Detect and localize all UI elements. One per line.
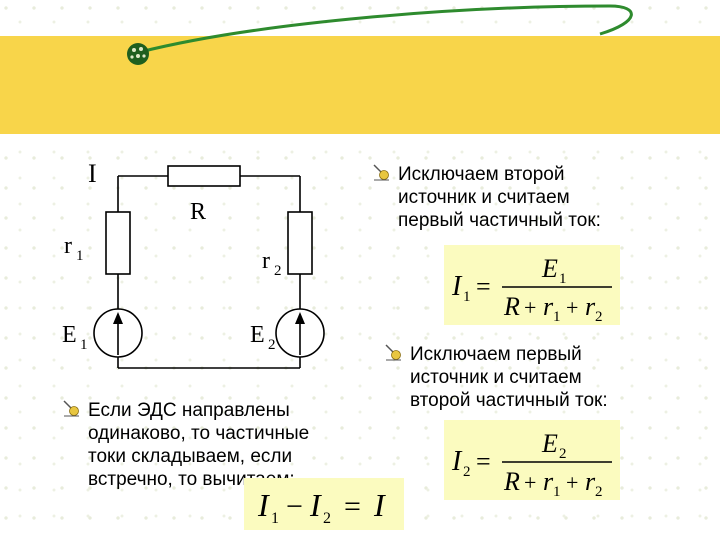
formula-sum-box: I 1 − I 2 = I — [244, 478, 404, 530]
f2-lhs: I — [451, 446, 463, 477]
resistor-r1 — [105, 211, 131, 275]
formula-I1: I 1 = E 1 R + r 1 + r 2 — [451, 254, 612, 325]
f3-b: I — [309, 487, 322, 523]
label-r1: r — [64, 233, 72, 259]
f3-eq: = — [344, 490, 361, 523]
label-E2: E — [250, 322, 265, 348]
source-E2 — [275, 308, 325, 358]
f2-den-r1: r — [543, 467, 554, 496]
label-E2-sub: 2 — [268, 337, 276, 353]
f3-c: I — [373, 487, 386, 523]
label-r2-sub: 2 — [274, 263, 282, 279]
formula-I2: I 2 = E 2 R + r 1 + r 2 — [451, 429, 612, 500]
formula-I2-box: I 2 = E 2 R + r 1 + r 2 — [444, 420, 620, 500]
f1-eq: = — [476, 272, 491, 301]
bullet-text-3: Если ЭДС направлены одинаково, то частич… — [88, 399, 309, 491]
f2-den-R: R — [503, 467, 520, 496]
bullet-2-line-1: Исключаем первый — [410, 344, 582, 365]
f1-den-r1-sub: 1 — [553, 309, 561, 325]
bullet-2-line-2: источник и считаем — [410, 367, 582, 388]
bullet-text-1: Исключаем второй источник и считаем перв… — [398, 163, 601, 232]
label-current-I: I — [88, 159, 97, 188]
bullet-3-line-1: Если ЭДС направлены — [88, 400, 290, 421]
pencil-bullet-icon — [385, 344, 401, 361]
circuit-diagram: I R r 1 r 2 E 1 E 2 — [62, 159, 325, 369]
resistor-R — [167, 165, 241, 187]
bullet-3-line-4: встречно, то вычитаем: — [88, 469, 295, 490]
bullet-1-line-1: Исключаем второй — [398, 164, 565, 185]
pencil-bullet-icon — [373, 164, 389, 181]
label-E1: E — [62, 322, 77, 348]
f1-den-r1: r — [543, 292, 554, 321]
f3-minus: − — [286, 490, 303, 523]
f2-num: E — [541, 429, 558, 458]
f2-plus-1: + — [524, 470, 536, 495]
bullet-3-line-2: одинаково, то частичные — [88, 423, 310, 444]
resistor-r2 — [287, 211, 313, 275]
f3-b-sub: 2 — [323, 510, 331, 527]
f1-num: E — [541, 254, 558, 283]
bullet-2-line-3: второй частичный ток: — [410, 390, 608, 411]
f3-a-sub: 1 — [271, 510, 279, 527]
swoosh-decoration — [127, 4, 633, 65]
bullet-1-line-2: источник и считаем — [398, 187, 570, 208]
f2-den-r2: r — [585, 467, 596, 496]
bullet-text-2: Исключаем первый источник и считаем втор… — [410, 343, 608, 412]
swoosh-ball-icon — [127, 43, 149, 65]
bullet-3-line-3: токи складываем, если — [88, 446, 293, 467]
formula-I1-box: I 1 = E 1 R + r 1 + r 2 — [444, 245, 620, 325]
f1-plus-2: + — [566, 295, 578, 320]
f1-lhs-sub: 1 — [463, 289, 471, 305]
formula-sum: I 1 − I 2 = I — [257, 487, 386, 527]
f1-den-R: R — [503, 292, 520, 321]
source-E1 — [93, 308, 143, 358]
f2-lhs-sub: 2 — [463, 464, 471, 480]
f3-a: I — [257, 487, 270, 523]
f2-eq: = — [476, 447, 491, 476]
title-banner — [0, 36, 720, 134]
label-resistor-R: R — [190, 199, 206, 225]
f1-den-r2-sub: 2 — [595, 309, 603, 325]
bullet-1-line-3: первый частичный ток: — [398, 210, 601, 231]
f2-den-r1-sub: 1 — [553, 484, 561, 500]
f2-den-r2-sub: 2 — [595, 484, 603, 500]
swoosh-line — [139, 4, 633, 54]
f2-plus-2: + — [566, 470, 578, 495]
pencil-bullet-icon — [63, 400, 79, 417]
f1-den-r2: r — [585, 292, 596, 321]
f2-num-sub: 2 — [559, 446, 567, 462]
f1-lhs: I — [451, 271, 463, 302]
f1-num-sub: 1 — [559, 271, 567, 287]
f1-plus-1: + — [524, 295, 536, 320]
label-r2: r — [262, 248, 270, 274]
label-r1-sub: 1 — [76, 248, 84, 264]
label-E1-sub: 1 — [80, 337, 88, 353]
